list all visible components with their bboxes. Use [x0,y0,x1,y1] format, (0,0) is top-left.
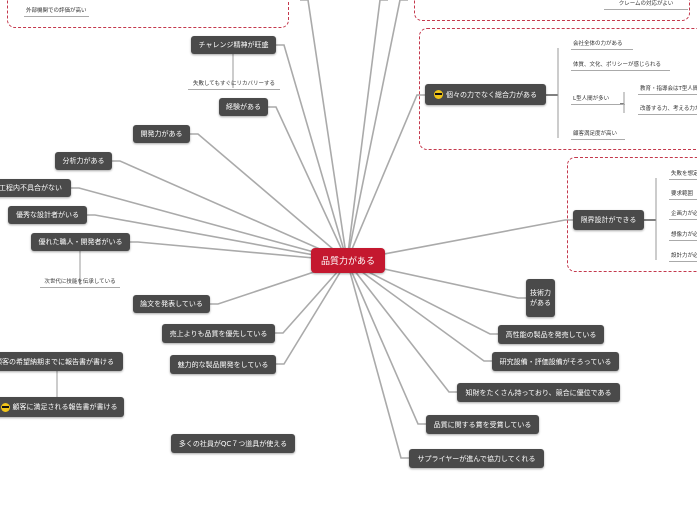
connector-line [346,0,408,262]
topic-award[interactable]: 品質に関する賞を受賞している [426,415,539,434]
limit-design-item[interactable]: 失敗を想定 [669,169,697,180]
connector-line [130,241,348,262]
synergy-item[interactable]: L型人間が多い [571,94,625,105]
l-type-item[interactable]: 改善する力、考える力が [638,104,697,115]
connector-line [346,0,388,262]
connector-line [300,0,348,262]
topic-no-defects[interactable]: 工程内不具合がない [0,179,71,197]
topic-experience[interactable]: 経験がある [219,98,268,116]
connector-line [87,214,348,262]
sunglasses-emoji-icon [0,402,10,412]
connector-line [276,44,348,262]
connector-line [210,260,348,305]
group-box-limit-design [567,157,697,272]
connector-line [276,260,348,365]
topic-ip[interactable]: 知財をたくさん持っており、競合に優位である [457,383,620,402]
connector-line [268,106,348,262]
connector-line [346,260,492,362]
group-box-external [7,0,289,28]
limit-design-item[interactable]: 想像力が必 [669,230,697,241]
connector-line [346,260,457,393]
connector-line [346,260,526,299]
topic-designers[interactable]: 優秀な設計者がいる [8,206,87,224]
topic-label: 個々の力でなく総合力がある [446,90,537,99]
connector-line [346,260,409,459]
topic-report-satisfy[interactable]: 顧客に満足される報告書が書ける [0,397,124,417]
topic-attractive-products[interactable]: 魅力的な製品開発をしている [170,355,276,374]
subtopic-skill-transfer[interactable]: 次世代に技能を伝承している [40,277,120,288]
synergy-item[interactable]: 体質、文化、ポリシーが感じられる [571,60,670,71]
topic-limit-design[interactable]: 限界設計ができる [573,210,644,230]
connector-line [275,260,348,334]
connector-line [346,219,573,262]
group-box-claims [414,0,690,21]
limit-design-item[interactable]: 設計力が必 [669,251,697,262]
topic-label: 顧客に満足される報告書が書ける [12,403,118,411]
topic-tech[interactable]: 技術力がある [526,279,555,317]
topic-quality-first[interactable]: 売上よりも品質を優先している [162,324,275,343]
connector-line [112,160,348,262]
connector-line [190,133,348,262]
topic-development[interactable]: 開発力がある [133,125,190,143]
sunglasses-emoji-icon [434,90,443,99]
topic-supplier[interactable]: サプライヤーが進んで協力してくれる [409,449,544,468]
l-type-item[interactable]: 教育・指導会はT型人間が [638,84,697,95]
subtopic-recovery[interactable]: 失敗してもすぐにリカバリーする [188,79,280,90]
claims-item[interactable]: クレームの対応がよい [604,0,688,10]
topic-qc-tools[interactable]: 多くの社員がQC７つ道具が使える [171,434,295,453]
external-eval-item[interactable]: 外部機関での評価が高い [24,6,89,17]
synergy-item[interactable]: 会社全体の力がある [571,39,633,50]
topic-facilities[interactable]: 研究設備・評価設備がそろっている [492,352,619,371]
limit-design-item[interactable]: 要求範囲 [669,189,697,200]
connector-line [71,187,348,262]
topic-challenge[interactable]: チャレンジ精神が旺盛 [191,36,276,54]
topic-papers[interactable]: 論文を発表している [133,295,210,313]
connector-line [346,260,498,335]
topic-report-deadline[interactable]: 顧客の希望納期までに報告書が書ける [0,352,123,371]
topic-craftsmen[interactable]: 優れた職人・開発者がいる [31,233,130,251]
central-topic[interactable]: 品質力がある [311,248,385,273]
topic-high-performance[interactable]: 高性能の製品を発売している [498,325,604,344]
limit-design-item[interactable]: 企画力が必 [669,209,697,220]
topic-analysis[interactable]: 分析力がある [55,152,112,170]
group-box-synergy [419,28,697,150]
synergy-item[interactable]: 顧客満足度が高い [571,129,625,140]
topic-synergy[interactable]: 個々の力でなく総合力がある [425,84,546,105]
connector-line [346,260,426,425]
connector-line [346,94,425,262]
